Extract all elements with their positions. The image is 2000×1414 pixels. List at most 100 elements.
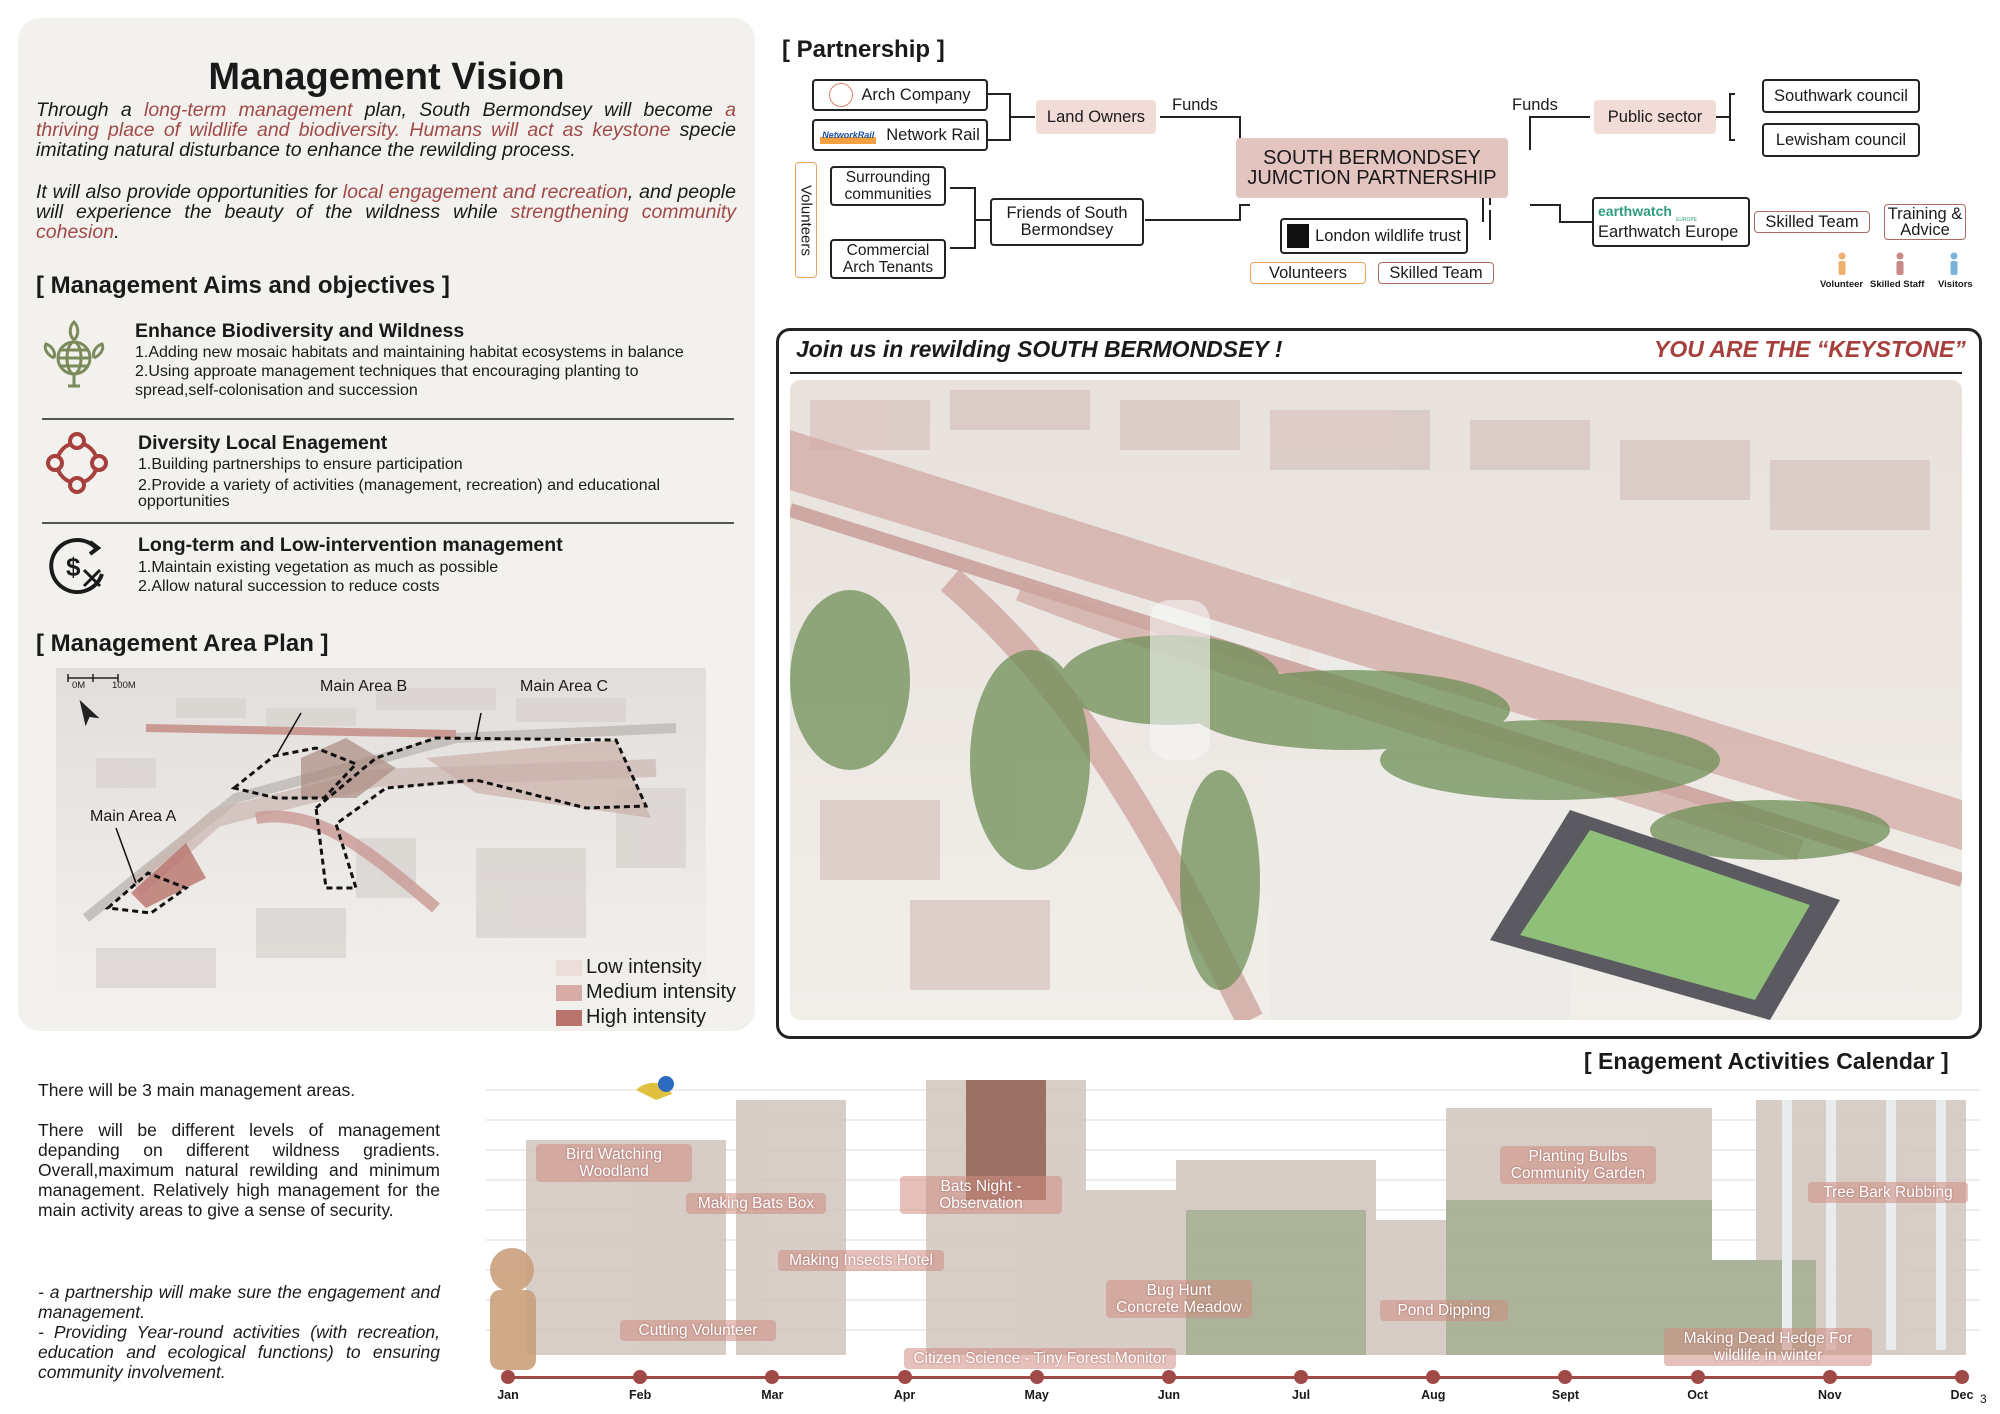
activity-insects-hotel: Making Insects Hotel xyxy=(778,1250,944,1271)
vision-paragraph-2: It will also provide opportunities for l… xyxy=(36,182,736,242)
vision-highlight: strengthening community cohesion xyxy=(36,201,736,243)
activity-dead-hedge: Making Dead Hedge For wildlife in winter xyxy=(1664,1328,1872,1366)
timeline-month-label: Mar xyxy=(761,1388,784,1402)
timeline-dot xyxy=(1426,1370,1441,1384)
aims-heading: [ Management Aims and objectives ] xyxy=(36,272,450,299)
vision-text: specie imitating natural disturbance to … xyxy=(36,119,736,161)
training-advice-box: Training & Advice xyxy=(1884,204,1966,240)
page-number: 3 xyxy=(1980,1392,1987,1406)
timeline-dot xyxy=(1822,1370,1837,1384)
divider xyxy=(42,522,734,524)
activity-making-bats-box: Making Bats Box xyxy=(686,1193,826,1214)
timeline-dot xyxy=(1690,1370,1705,1384)
funds-label-right: Funds xyxy=(1512,96,1558,114)
activities-note: - Providing Year-round activities (with … xyxy=(38,1322,440,1382)
volunteers-vertical-box: Volunteers xyxy=(795,162,817,278)
timeline-dot xyxy=(1029,1370,1044,1384)
vision-paragraph-1: Through a long-term management plan, Sou… xyxy=(36,100,736,160)
timeline-dot xyxy=(633,1370,648,1384)
activity-cutting-volunteer: Cutting Volunteer xyxy=(620,1320,776,1341)
vision-text: , and people will experience the beauty … xyxy=(36,181,736,223)
vision-text: plan, South Bermondsey will become xyxy=(352,99,726,121)
timeline-month-label: Nov xyxy=(1818,1388,1842,1402)
vision-highlight: a thriving place of wildlife and biodive… xyxy=(36,99,736,141)
aim-3-line: 1.Maintain existing vegetation as much a… xyxy=(138,559,499,576)
network-rail-label: Network Rail xyxy=(886,125,980,144)
legend-low: Low intensity xyxy=(556,955,736,980)
vision-highlight: local engagement and recreation xyxy=(342,181,628,203)
legend-swatch xyxy=(556,984,582,1001)
timeline-month-label: Apr xyxy=(893,1388,916,1402)
london-wildlife-trust-logo-icon xyxy=(1287,224,1310,248)
people-legend-visitors: Visitors xyxy=(1938,279,1973,290)
scale-hundred: 100M xyxy=(112,680,136,691)
aim-1-text: 1.Adding new mosaic habitats and maintai… xyxy=(135,343,735,400)
timeline-month-label: Oct xyxy=(1687,1388,1709,1402)
legend-high: High intensity xyxy=(556,1005,736,1030)
timeline-dot xyxy=(1955,1370,1969,1384)
timeline-dot xyxy=(897,1370,912,1384)
map-label-area-a: Main Area A xyxy=(90,808,177,825)
people-legend-volunteer: Volunteer xyxy=(1820,279,1864,290)
skilled-team-box-1: Skilled Team xyxy=(1378,262,1494,284)
levels-note: There will be different levels of manage… xyxy=(38,1120,440,1220)
aim-3-text: 1.Maintain existing vegetation as much a… xyxy=(138,558,738,596)
aim-2-text: 1.Building partnerships to ensure partic… xyxy=(138,455,738,511)
banner-right-text: YOU ARE THE “KEYSTONE” xyxy=(1654,336,1966,362)
cost-reduction-icon: $ xyxy=(49,538,104,594)
areas-note: There will be 3 main management areas. xyxy=(38,1080,356,1100)
banner-left-text: Join us in rewilding SOUTH BERMONDSEY ! xyxy=(796,336,1283,362)
aerial-rendering-image xyxy=(790,380,1962,1020)
legend-label: Medium intensity xyxy=(586,981,737,1003)
activity-citizen-science: Citizen Science - Tiny Forest Monitor xyxy=(904,1348,1176,1369)
lewisham-council-box: Lewisham council xyxy=(1762,123,1920,157)
vision-text: . xyxy=(114,221,120,243)
timeline-month-label: Jun xyxy=(1157,1388,1181,1402)
central-partnership-box: SOUTH BERMONDSEY JUMCTION PARTNERSHIP xyxy=(1236,138,1508,198)
aim-2-line: 2.Provide a variety of activities (manag… xyxy=(138,477,661,494)
timeline-dot xyxy=(501,1370,515,1384)
network-rail-logo-icon: NetworkRail xyxy=(820,126,877,144)
aim-1-title: Enhance Biodiversity and Wildness xyxy=(135,320,465,342)
earthwatch-logo-icon: earthwatch xyxy=(1598,202,1672,219)
map-label-area-b: Main Area B xyxy=(320,678,408,695)
area-plan-heading: [ Management Area Plan ] xyxy=(36,630,329,657)
london-wildlife-trust-label: London wildlife trust xyxy=(1315,226,1461,245)
legend-label: Low intensity xyxy=(586,956,702,978)
vision-highlight: long-term management xyxy=(144,99,353,121)
intensity-legend: Low intensity Medium intensity High inte… xyxy=(556,955,736,1030)
people-legend-icons xyxy=(1838,252,1958,275)
volunteers-vertical-label: Volunteers xyxy=(797,184,815,256)
svg-text:$: $ xyxy=(66,552,81,582)
people-legend-skilled-staff: Skilled Staff xyxy=(1870,279,1925,290)
timeline-month-label: Jan xyxy=(497,1388,519,1402)
vision-text: It will also provide opportunities for xyxy=(36,181,343,203)
aim-2-line: opportunities xyxy=(138,493,230,510)
divider xyxy=(42,418,734,420)
legend-swatch xyxy=(556,1009,582,1026)
activity-bird-watching: Bird Watching Woodland xyxy=(536,1144,692,1182)
banner-rule xyxy=(790,372,1962,374)
network-rail-box: NetworkRail Network Rail xyxy=(812,119,988,151)
community-network-icon xyxy=(46,432,108,494)
southwark-council-box: Southwark council xyxy=(1762,79,1920,113)
central-partnership-line: JUMCTION PARTNERSHIP xyxy=(1247,167,1497,189)
central-partnership-line: SOUTH BERMONDSEY xyxy=(1263,147,1481,169)
commercial-arch-tenants-box: Commercial Arch Tenants xyxy=(830,239,946,279)
volunteers-box: Volunteers xyxy=(1250,262,1366,284)
funds-label-left: Funds xyxy=(1172,96,1218,114)
timeline-month-label: Sept xyxy=(1551,1388,1579,1402)
london-wildlife-trust-box: London wildlife trust xyxy=(1280,218,1468,254)
aim-2-line: 1.Building partnerships to ensure partic… xyxy=(138,456,463,473)
activity-pond-dipping: Pond Dipping xyxy=(1380,1300,1508,1321)
activity-bats-night: Bats Night - Observation xyxy=(900,1176,1062,1214)
aim-3-title: Long-term and Low-intervention managemen… xyxy=(138,534,563,556)
timeline-dot xyxy=(1558,1370,1573,1384)
legend-medium: Medium intensity xyxy=(556,980,736,1005)
aim-1-line: 2.Using approate management techniques t… xyxy=(135,363,639,380)
vision-text: Through a xyxy=(36,99,144,121)
north-arrow-icon xyxy=(79,699,100,727)
scale-zero: 0M xyxy=(72,680,86,691)
aim-3-line: 2.Allow natural succession to reduce cos… xyxy=(138,578,440,595)
timeline-month-label: May xyxy=(1024,1388,1049,1402)
